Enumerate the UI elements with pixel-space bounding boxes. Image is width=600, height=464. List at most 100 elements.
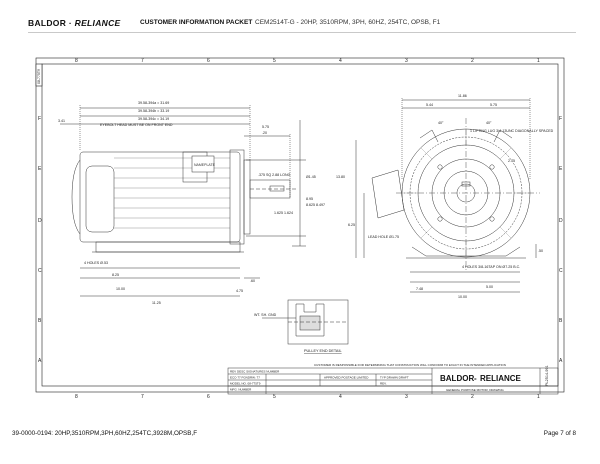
front-endbell — [229, 149, 245, 245]
lifting-lug — [493, 129, 513, 143]
border-side-label: B — [38, 318, 42, 324]
border-top-label: 4 — [339, 58, 342, 64]
tb-row2b: APPROVED POSTAGE LIMITED — [324, 376, 369, 380]
brand-logo: BALDOR · RELIANCE — [28, 18, 121, 28]
dim-label: 39.58-394a = 31.69 — [138, 101, 169, 105]
dim-label: .375 SQ 2.88 LONG — [258, 173, 291, 177]
dim-label: 1 LIFTING LUG 3/4-13UNC DIAGONALLY SPACE… — [470, 129, 554, 133]
footer-doc-id: 39-0000-0194: 20HP,3510RPM,3PH,60HZ,254T… — [12, 430, 198, 437]
border-top-label: 6 — [207, 58, 210, 64]
title-block-logo: BALDOR - RELIANCE — [440, 374, 522, 383]
dim-label: 39.58-394b = 33.19 — [138, 109, 169, 113]
nameplate-label: NAMEPLATE — [194, 163, 216, 167]
border-bottom-label: 5 — [273, 394, 276, 400]
dim-label: 8.625 8.497 — [306, 203, 325, 207]
left-tab-label: 08-775T9 — [37, 69, 41, 84]
border-bottom-label: 6 — [207, 394, 210, 400]
tb-row1: REV DESC SIGNATURES NUMBER — [230, 370, 280, 374]
dim-label: 39.58-394c = 34.19 — [138, 117, 169, 121]
conduit-box-side — [371, 169, 405, 219]
border-bottom-label: 2 — [471, 394, 474, 400]
footer-page-number: Page 7 of 8 — [543, 430, 576, 437]
tb-row3b: REV. — [380, 382, 387, 386]
dim-label: 7.48 — [416, 287, 423, 291]
border-top-label: 3 — [405, 58, 408, 64]
border-side-label: D — [38, 218, 42, 224]
tb-row2c: TYP DRAWN DRAFT — [380, 376, 409, 380]
tb-logo-2: RELIANCE — [480, 374, 522, 383]
border-side-label: A — [559, 358, 563, 364]
dim-label: 8.25 — [112, 273, 119, 277]
drawing-border-outer — [35, 57, 565, 393]
border-top-label: 5 — [273, 58, 276, 64]
customer-note: CUSTOMER IS RESPONSIBLE FOR DETERMINING … — [314, 363, 506, 367]
dim-label: EYEBOLT HEAD MUST BE ON FRONT END — [100, 123, 173, 127]
keyway — [269, 185, 285, 192]
page-header: BALDOR · RELIANCE CUSTOMER INFORMATION P… — [28, 14, 588, 30]
dim-label: 13.80 — [336, 175, 345, 179]
dim-label: .20 — [262, 131, 267, 135]
rear-endbell — [85, 165, 115, 233]
dim-label: LEAD HOLE Ø1.75 — [368, 235, 399, 239]
title-block — [227, 367, 559, 395]
border-bottom-label: 1 — [537, 394, 540, 400]
tb-desc: GENERAL PURPOSE MOTOR, DRAWING — [446, 388, 504, 392]
border-side-label: A — [38, 358, 42, 364]
dim-label: 1.625 1.624 — [274, 211, 293, 215]
tb-row2a: ECO 77 FGNDRW: 77 — [230, 376, 260, 380]
border-side-labels: F E D C B A F E D C B A — [38, 116, 563, 364]
dim-label: 40° — [486, 121, 492, 125]
brand-name-2: RELIANCE — [74, 18, 121, 28]
side-view-dims: 39.58-394a = 31.69 39.58-394b = 33.19 39… — [58, 101, 345, 305]
tb-logo-1: BALDOR — [440, 374, 474, 383]
svg-text:-: - — [474, 374, 477, 383]
dim-label: 10.00 — [116, 287, 125, 291]
border-side-label: C — [559, 268, 563, 274]
title-block-text: REV DESC SIGNATURES NUMBER ECO 77 FGNDRW… — [230, 370, 504, 393]
dim-label: .60 — [250, 279, 255, 283]
dim-label: 5.44 — [426, 103, 433, 107]
dim-label: 4 HOLES 3/8-16TAP ON Ø7.25 B.C. — [462, 265, 520, 269]
border-bottom-label: 3 — [405, 394, 408, 400]
motor-frame — [79, 151, 241, 243]
border-top-label: 7 — [141, 58, 144, 64]
dim-label: 10.00 — [458, 295, 467, 299]
border-bottom-label: 7 — [141, 394, 144, 400]
dim-label: 5.00 — [486, 285, 493, 289]
border-top-label: 2 — [471, 58, 474, 64]
dim-label: 5.75 — [262, 125, 269, 129]
dim-label: 3.41 — [58, 119, 65, 123]
lifting-lug — [419, 129, 439, 143]
dim-label: 11.86 — [458, 94, 467, 98]
border-side-label: F — [559, 116, 562, 122]
side-view — [60, 105, 306, 297]
front-view — [355, 98, 540, 293]
dim-label: 11.25 — [152, 301, 161, 305]
border-top-label: 8 — [75, 58, 78, 64]
mounting-foot — [95, 241, 241, 253]
border-side-label: D — [559, 218, 563, 224]
front-view-dims: 11.86 5.75 5.44 40° 40° 1 LIFTING LUG 3/… — [348, 94, 554, 299]
border-side-label: C — [38, 268, 42, 274]
border-top-label: 1 — [537, 58, 540, 64]
wt-label: WT. SH. GND — [254, 313, 277, 317]
tb-row3a: MODEL NO. 08-775T9 — [230, 382, 261, 386]
dim-label: 6.25 — [348, 223, 355, 227]
nameplate: NAMEPLATE — [191, 155, 216, 173]
dim-label: 4.75 — [236, 289, 243, 293]
fan-cover — [71, 159, 81, 235]
dim-label: 8.95 — [306, 197, 313, 201]
pulley-label: PULLEY END DETAIL — [304, 349, 342, 353]
header-divider — [28, 32, 576, 33]
packet-title: CUSTOMER INFORMATION PACKET — [140, 19, 253, 26]
model-line: CEM2514T-G - 20HP, 3510RPM, 3PH, 60HZ, 2… — [255, 19, 441, 26]
border-bottom-label: 8 — [75, 394, 78, 400]
border-top-labels: 8 7 6 5 4 3 2 1 8 7 6 5 4 3 2 1 — [75, 58, 540, 400]
border-side-label: E — [559, 166, 563, 172]
border-side-label: F — [38, 116, 41, 122]
dim-label: 40° — [438, 121, 444, 125]
border-side-label: E — [38, 166, 42, 172]
dim-label: 4 HOLES Ø.53 — [84, 261, 108, 265]
tb-dwg-vert: PL2514-991 — [545, 365, 549, 386]
